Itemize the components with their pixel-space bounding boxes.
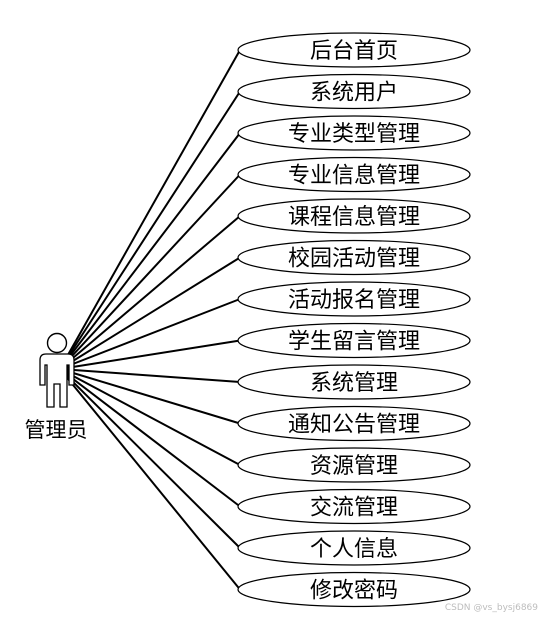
association-line [59,173,241,370]
association-line [59,368,241,383]
use-case: 个人信息 [237,530,471,566]
use-case-label: 专业信息管理 [288,164,420,189]
use-case-ellipse [237,115,471,151]
use-case: 学生留言管理 [237,322,471,359]
use-case-ellipse [237,73,471,110]
use-case: 后台首页 [237,32,471,68]
use-case-label: 课程信息管理 [288,205,420,230]
use-case-label: 通知公告管理 [288,413,420,438]
use-case-ellipse [237,322,471,359]
use-case-ellipse [237,447,471,483]
association-lines [59,49,241,591]
use-case-ellipse [237,239,471,276]
use-case: 系统管理 [237,364,471,400]
association-line [59,368,241,425]
association-line [59,215,241,370]
association-line [59,339,241,370]
association-line [59,49,241,370]
use-case: 交流管理 [237,488,471,525]
association-line [59,368,241,508]
association-line [59,256,241,370]
use-case-label: 系统用户 [310,81,398,106]
association-line [59,368,241,549]
use-case-label: 修改密码 [310,579,398,604]
use-case-ellipse [237,364,471,400]
watermark: CSDN @vs_bysj6869 [445,603,538,613]
use-case: 专业类型管理 [237,115,471,151]
association-line [59,90,241,370]
use-case: 校园活动管理 [237,239,471,276]
use-case-ellipse [237,571,471,608]
use-case: 专业信息管理 [237,156,471,193]
use-case-ellipse [237,488,471,525]
use-case: 修改密码 [237,571,471,608]
use-case-label: 后台首页 [310,39,398,64]
use-case-ellipse [237,530,471,566]
association-line [59,368,241,466]
association-line [59,368,241,591]
association-line [59,132,241,370]
actor-head [46,332,68,354]
use-case-label: 交流管理 [310,496,398,521]
use-case-ellipse [237,32,471,68]
use-case: 活动报名管理 [237,281,471,317]
actor-label: 管理员 [25,418,88,442]
use-case-ellipse [237,281,471,317]
use-case: 资源管理 [237,447,471,483]
use-case-label: 校园活动管理 [288,247,420,272]
use-case-ellipses: 后台首页系统用户专业类型管理专业信息管理课程信息管理校园活动管理活动报名管理学生… [237,32,471,608]
use-case-label: 资源管理 [310,454,398,479]
use-case-label: 个人信息 [310,537,398,562]
use-case: 通知公告管理 [237,405,471,442]
actor-body [39,353,75,408]
use-case: 系统用户 [237,73,471,110]
use-case-label: 专业类型管理 [288,122,420,147]
use-case-label: 系统管理 [310,371,398,396]
use-case-ellipse [237,405,471,442]
actor-administrator: 管理员 [25,332,88,442]
use-case: 课程信息管理 [237,198,471,234]
use-case-ellipse [237,198,471,234]
use-case-label: 活动报名管理 [288,288,420,313]
use-case-ellipse [237,156,471,193]
association-line [59,298,241,370]
use-case-label: 学生留言管理 [288,330,420,355]
